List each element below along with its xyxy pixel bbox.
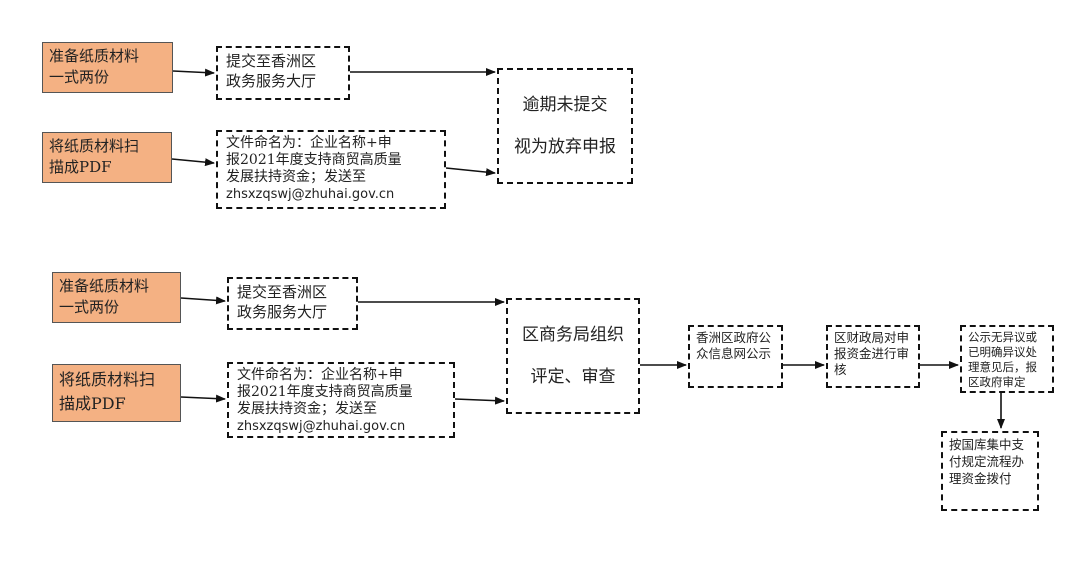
top-file-naming-line-1: 文件命名为：企业名称+申 [226, 135, 392, 151]
bottom-scan-pdf-box: 将纸质材料扫 描成PDF [52, 364, 181, 422]
finance-review-box: 区财政局对申报资金进行审核 [826, 325, 920, 388]
top-submit-hall-line-1: 提交至香洲区 [226, 52, 317, 70]
top-overdue-line-1: 逾期未提交 [522, 95, 608, 115]
no-objection-box: 公示无异议或已明确异议处理意见后，报区政府审定 [960, 325, 1054, 393]
top-file-naming-email: zhsxzqswj@zhuhai.gov.cn [226, 187, 395, 202]
bottom-prepare-paper-line-2: 一式两份 [59, 298, 120, 316]
arrow-top-prepare-to-submit [172, 68, 215, 77]
top-file-naming-line-2: 报2021年度支持商贸高质量 [226, 152, 402, 168]
bottom-prepare-paper-box: 准备纸质材料 一式两份 [52, 272, 181, 323]
arrow-bottom-prepare-to-submit [180, 296, 226, 305]
bottom-scan-pdf-line-1: 将纸质材料扫 [59, 370, 156, 389]
arrow-bottom-naming-to-review [454, 396, 505, 405]
bottom-submit-hall-line-1: 提交至香洲区 [237, 283, 328, 301]
finance-review-text: 区财政局对申报资金进行审核 [834, 330, 910, 377]
bottom-prepare-paper-line-1: 准备纸质材料 [59, 277, 150, 295]
top-scan-pdf-line-1: 将纸质材料扫 [49, 137, 140, 155]
bottom-scan-pdf-line-2: 描成PDF [59, 394, 126, 413]
top-scan-pdf-line-2: 描成PDF [49, 158, 112, 176]
arrow-top-naming-to-overdue [445, 167, 496, 177]
bottom-review-line-2: 评定、审查 [530, 367, 616, 387]
top-overdue-line-2: 视为放弃申报 [514, 137, 616, 157]
top-file-naming-line-3: 发展扶持资金；发送至 [226, 169, 366, 185]
publicity-text: 香洲区政府公众信息网公示 [696, 330, 772, 361]
top-prepare-paper-line-1: 准备纸质材料 [49, 47, 140, 65]
bottom-review-box: 区商务局组织 评定、审查 [506, 298, 640, 414]
bottom-review-line-1: 区商务局组织 [522, 325, 624, 345]
no-objection-text: 公示无异议或已明确异议处理意见后，报区政府审定 [968, 330, 1037, 389]
top-file-naming-box: 文件命名为：企业名称+申 报2021年度支持商贸高质量 发展扶持资金；发送至 z… [216, 130, 446, 209]
payment-text: 按国库集中支付规定流程办理资金拨付 [949, 437, 1025, 486]
bottom-file-naming-email: zhsxzqswj@zhuhai.gov.cn [237, 419, 406, 434]
bottom-file-naming-box: 文件命名为：企业名称+申 报2021年度支持商贸高质量 发展扶持资金；发送至 z… [227, 362, 455, 438]
bottom-file-naming-line-2: 报2021年度支持商贸高质量 [237, 384, 413, 400]
payment-box: 按国库集中支付规定流程办理资金拨付 [941, 431, 1039, 511]
bottom-submit-hall-box: 提交至香洲区 政务服务大厅 [227, 277, 358, 330]
arrow-bottom-scan-to-naming [180, 394, 226, 403]
top-submit-hall-line-2: 政务服务大厅 [226, 72, 317, 90]
top-overdue-box: 逾期未提交 视为放弃申报 [497, 68, 633, 184]
bottom-file-naming-line-1: 文件命名为：企业名称+申 [237, 367, 403, 383]
arrow-top-scan-to-naming [171, 158, 215, 167]
top-scan-pdf-box: 将纸质材料扫 描成PDF [42, 132, 172, 183]
bottom-submit-hall-line-2: 政务服务大厅 [237, 303, 328, 321]
top-submit-hall-box: 提交至香洲区 政务服务大厅 [216, 46, 350, 100]
bottom-file-naming-line-3: 发展扶持资金；发送至 [237, 401, 377, 417]
publicity-box: 香洲区政府公众信息网公示 [688, 325, 783, 388]
top-prepare-paper-box: 准备纸质材料 一式两份 [42, 42, 173, 93]
top-prepare-paper-line-2: 一式两份 [49, 68, 110, 86]
